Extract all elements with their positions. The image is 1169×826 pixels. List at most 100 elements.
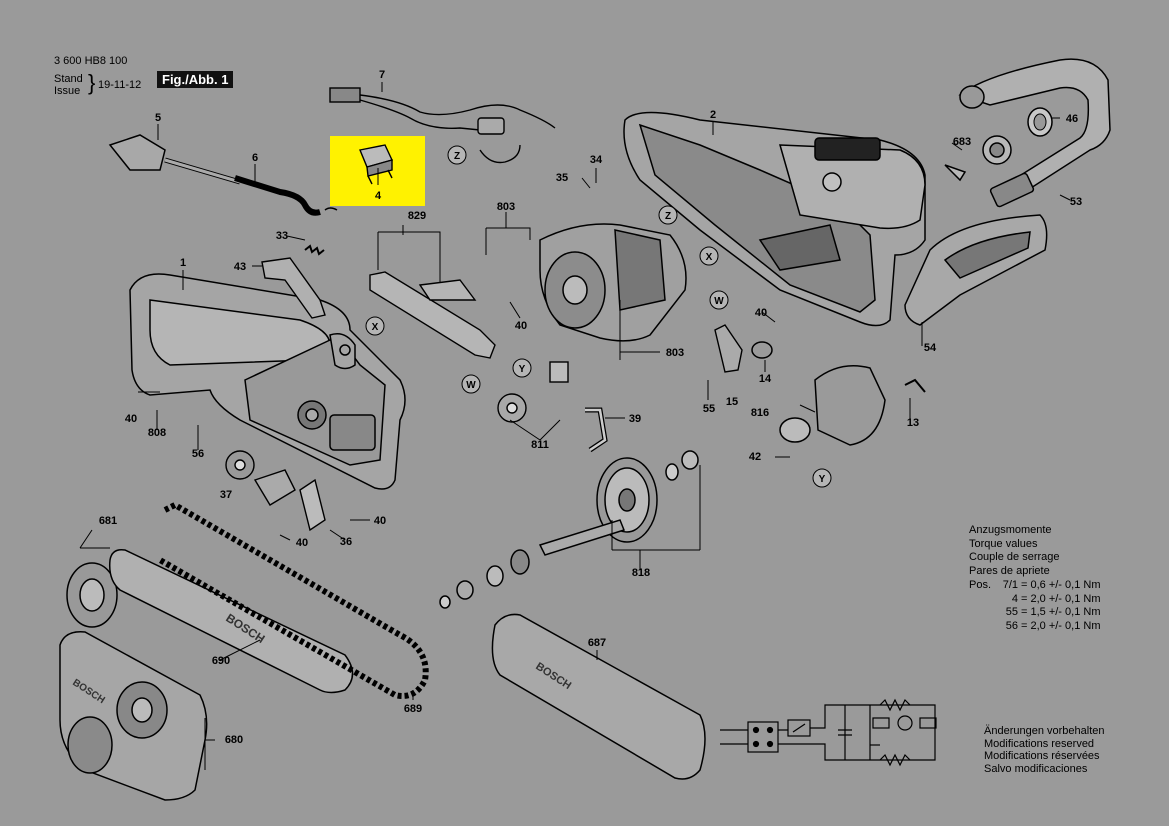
torque-value: = 2,0 +/- 0,1 Nm	[1021, 592, 1101, 605]
part-690-guide-bar	[108, 548, 354, 694]
part-54-hand-guard	[904, 214, 1048, 326]
callout-42: 42	[749, 451, 761, 463]
callout-13: 13	[907, 417, 919, 429]
part-15-brake	[714, 324, 743, 373]
torque-row: 55= 1,5 +/- 0,1 Nm	[969, 606, 1101, 620]
callout-40a: 40	[515, 320, 527, 332]
zone-markers	[365, 145, 832, 488]
mod-es: Salvo modificaciones	[984, 762, 1088, 775]
callout-40e: 40	[296, 537, 308, 549]
callout-33: 33	[276, 230, 288, 242]
part-680-side-cover	[59, 631, 208, 801]
callout-40d: 40	[374, 515, 386, 527]
mod-en: Modifications reserved	[984, 737, 1095, 750]
torque-row: 56= 2,0 +/- 0,1 Nm	[969, 619, 1101, 634]
callout-35: 35	[556, 172, 568, 184]
zone-w-2: W	[466, 380, 476, 391]
callout-687: 687	[588, 637, 606, 649]
part-7-wiring	[329, 87, 556, 164]
part-1-housing	[129, 273, 406, 490]
callout-808: 808	[148, 427, 166, 439]
callout-4: 4	[375, 190, 382, 202]
callout-46: 46	[1066, 113, 1078, 125]
callout-39: 39	[629, 413, 641, 425]
callout-1: 1	[180, 257, 186, 269]
issue-date: 19-11-12	[98, 79, 142, 91]
part-37-sprocket	[225, 450, 255, 480]
callout-15: 15	[726, 396, 738, 408]
part-2-housing	[623, 111, 926, 327]
torque-value: = 1,5 +/- 0,1 Nm	[1021, 606, 1101, 619]
figure-label: Fig./Abb. 1	[157, 71, 234, 88]
zone-z-2: Z	[665, 211, 671, 222]
part-818-gear	[439, 450, 699, 609]
zone-x-2: X	[372, 322, 379, 333]
callout-829: 829	[408, 210, 426, 222]
torque-pos: 55	[1005, 606, 1018, 619]
torque-pos: 56	[1005, 619, 1018, 632]
callout-53: 53	[1070, 196, 1082, 208]
callout-34: 34	[590, 154, 603, 166]
pos-label: Pos.	[969, 578, 992, 591]
part-687-chain-guard	[491, 613, 706, 780]
motor-assembly	[539, 223, 687, 342]
callout-680: 680	[225, 734, 243, 746]
callout-43: 43	[234, 261, 246, 273]
zone-y-1: Y	[519, 364, 526, 375]
part-33-spring	[304, 244, 325, 256]
callout-803a: 803	[497, 201, 515, 213]
part-36-tensioner	[253, 469, 326, 532]
circuit-diagram	[720, 698, 937, 767]
part-811-gear	[497, 361, 569, 423]
callout-690: 690	[212, 655, 230, 667]
torque-title-de: Anzugsmomente	[969, 524, 1052, 536]
mod-de: Änderungen vorbehalten	[984, 725, 1105, 737]
torque-title-fr: Couple de serrage	[969, 551, 1060, 564]
torque-value: = 0,6 +/- 0,1 Nm	[1021, 578, 1101, 591]
part-816-capacitor	[779, 365, 886, 446]
torque-title-es: Pares de apriete	[969, 565, 1050, 578]
callout-816: 816	[751, 407, 769, 419]
part-683-cap	[944, 135, 1012, 182]
part-681-wheel	[66, 562, 118, 628]
callout-55: 55	[703, 403, 715, 415]
callout-54: 54	[924, 342, 937, 354]
part-829-brake	[369, 271, 496, 359]
callout-683: 683	[953, 136, 971, 148]
leader-lines	[79, 82, 1071, 770]
part-53-handle	[958, 58, 1111, 208]
brace: }	[88, 70, 96, 95]
torque-pos: 4	[1011, 592, 1018, 605]
torque-value: = 2,0 +/- 0,1 Nm	[1021, 619, 1101, 632]
part-5-6-cable	[108, 134, 338, 216]
torque-values: Anzugsmomente Torque values Couple de se…	[969, 524, 1100, 634]
callout-40b: 40	[125, 413, 137, 425]
callout-5: 5	[155, 112, 161, 124]
callout-681: 681	[99, 515, 117, 527]
torque-title-en: Torque values	[969, 537, 1038, 550]
zone-x-1: X	[706, 252, 713, 263]
callout-811: 811	[531, 439, 549, 451]
callout-6: 6	[252, 152, 258, 164]
part-14-clip	[751, 341, 773, 359]
torque-row: 4= 2,0 +/- 0,1 Nm	[969, 592, 1101, 607]
callout-689: 689	[404, 703, 422, 715]
part-4-switch	[359, 144, 393, 185]
part-13-clip	[904, 378, 926, 393]
doc-number: 3 600 HB8 100	[54, 55, 128, 67]
modifications-note: Änderungen vorbehalten Modifications res…	[984, 725, 1104, 775]
part-43-lever	[261, 257, 326, 319]
callout-803b: 803	[666, 347, 684, 359]
torque-row: Pos.7/1= 0,6 +/- 0,1 Nm	[969, 579, 1100, 593]
callout-40c: 40	[755, 307, 767, 319]
callout-2: 2	[710, 109, 716, 121]
zone-y-2: Y	[819, 474, 826, 485]
callout-37: 37	[220, 489, 232, 501]
mod-fr: Modifications réservées	[984, 750, 1100, 762]
zone-w-1: W	[714, 296, 724, 307]
callout-56: 56	[192, 448, 204, 460]
callout-7: 7	[379, 69, 385, 81]
callout-818: 818	[632, 567, 650, 579]
